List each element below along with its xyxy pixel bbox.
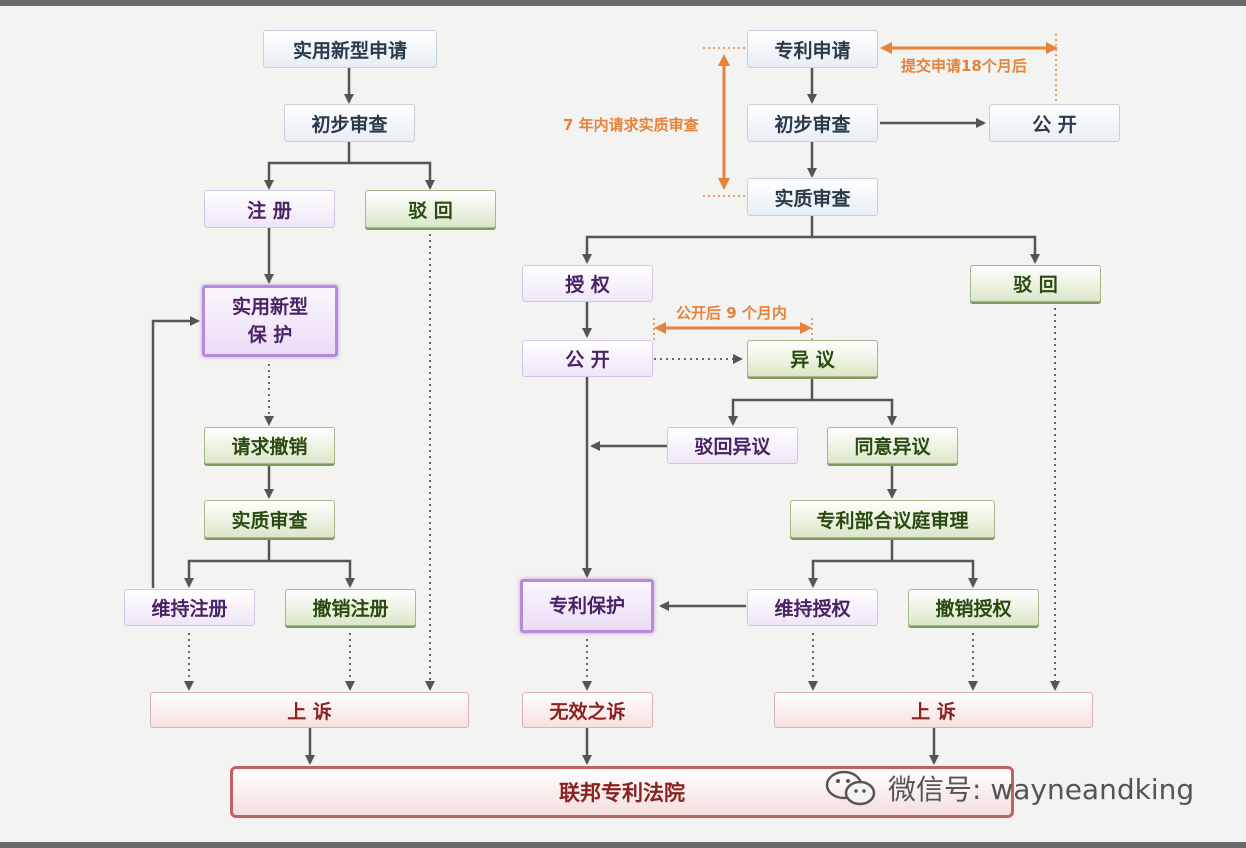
- left-substantive-exam-box: 实质审查: [204, 500, 335, 538]
- right-preliminary-exam-box: 初步审查: [747, 104, 878, 142]
- note-9-months: 公开后 9 个月内: [676, 304, 787, 322]
- note-7-years: 7 年内请求实质审查: [563, 116, 699, 134]
- note-18-months: 提交申请18个月后: [901, 57, 1027, 75]
- reject-opposition-box: 驳回异议: [667, 427, 798, 464]
- flowchart-canvas: 实用新型申请 初步审查 注 册 驳 回 实用新型 保 护 请求撤销 实质审查 维…: [0, 6, 1246, 842]
- utility-protection-line1: 实用新型: [231, 296, 308, 318]
- cancel-registration-box: 撤销注册: [285, 589, 416, 626]
- left-rejection-box: 驳 回: [365, 190, 496, 228]
- top-publication-box: 公 开: [989, 104, 1120, 142]
- patent-tribunal-box: 专利部合议庭审理: [790, 500, 995, 538]
- wechat-icon: [824, 769, 880, 807]
- utility-protection-line2: 保 护: [247, 324, 293, 346]
- publication-box: 公 开: [522, 340, 653, 377]
- watermark-text: 微信号: wayneandking: [888, 773, 1195, 806]
- utility-model-application-box: 实用新型申请: [263, 30, 437, 68]
- grant-box: 授 权: [522, 265, 653, 302]
- right-rejection-box: 驳 回: [970, 265, 1101, 302]
- right-substantive-exam-box: 实质审查: [747, 178, 878, 216]
- left-appeal-box: 上 诉: [150, 692, 469, 728]
- opposition-box: 异 议: [747, 340, 878, 377]
- invalidity-action-box: 无效之诉: [522, 692, 653, 728]
- wechat-watermark: 微信号: wayneandking: [824, 768, 1194, 808]
- request-cancellation-box: 请求撤销: [204, 427, 335, 464]
- registration-box: 注 册: [204, 190, 335, 228]
- patent-application-box: 专利申请: [747, 30, 878, 68]
- federal-patent-court-box: 联邦专利法院: [230, 766, 1014, 818]
- right-appeal-box: 上 诉: [774, 692, 1093, 728]
- maintain-grant-box: 维持授权: [747, 589, 878, 626]
- accept-opposition-box: 同意异议: [827, 427, 958, 464]
- connector-lines: [151, 34, 1060, 765]
- utility-model-protection-box: 实用新型 保 护: [202, 285, 338, 357]
- left-preliminary-exam-box: 初步审查: [284, 104, 415, 142]
- maintain-registration-box: 维持注册: [124, 589, 255, 626]
- patent-protection-box: 专利保护: [520, 579, 654, 633]
- revoke-grant-box: 撤销授权: [908, 589, 1039, 626]
